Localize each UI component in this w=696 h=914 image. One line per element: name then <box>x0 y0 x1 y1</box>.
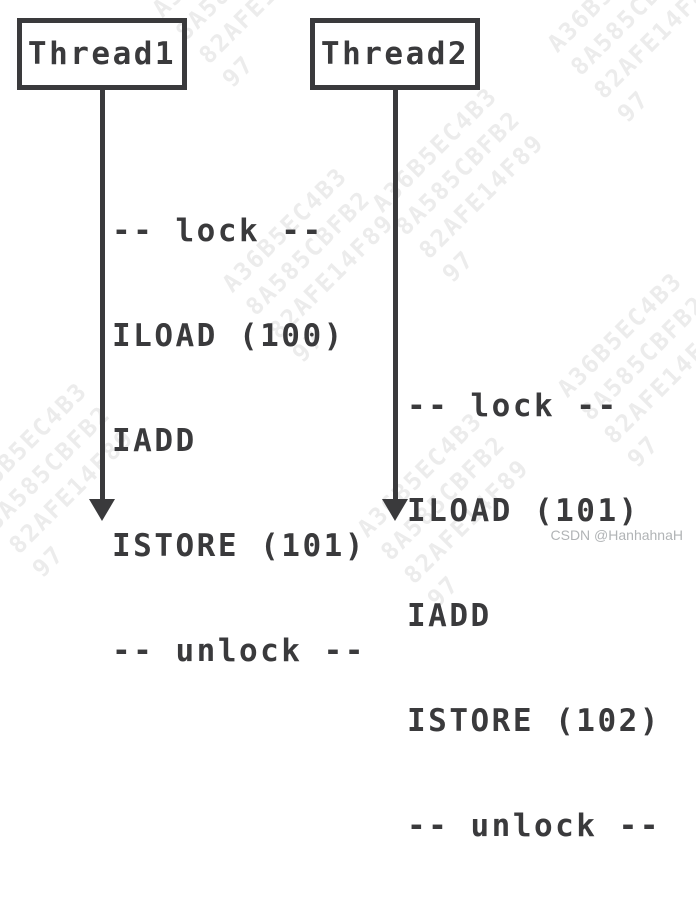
instruction-line: -- lock -- <box>112 213 324 249</box>
instruction-line: ILOAD (101) <box>407 493 640 529</box>
instruction-line: ILOAD (100) <box>112 318 345 354</box>
instruction-line: IADD <box>407 598 492 634</box>
watermark-credit: CSDN @HanhahnaH <box>550 527 684 543</box>
thread1-box: Thread1 <box>17 18 187 90</box>
thread2-box: Thread2 <box>310 18 480 90</box>
instruction-line: IADD <box>112 423 197 459</box>
thread-sequence-diagram: Thread1 Thread2 -- lock -- ILOAD (100) I… <box>17 18 658 844</box>
thread2-steps: -- lock -- ILOAD (101) IADD ISTORE (102)… <box>407 319 661 914</box>
instruction-line: -- unlock -- <box>407 808 661 844</box>
thread2-timeline <box>393 90 398 499</box>
thread2-arrowhead-icon <box>382 499 408 521</box>
thread1-timeline <box>100 90 105 499</box>
thread1-arrowhead-icon <box>89 499 115 521</box>
thread2-title: Thread2 <box>320 35 470 72</box>
thread1-title: Thread1 <box>27 35 177 72</box>
instruction-line: -- lock -- <box>407 388 619 424</box>
instruction-line: ISTORE (102) <box>407 703 661 739</box>
thread1-steps: -- lock -- ILOAD (100) IADD ISTORE (101)… <box>112 144 366 739</box>
instruction-line: ISTORE (101) <box>112 528 366 564</box>
instruction-line: -- unlock -- <box>112 633 366 669</box>
